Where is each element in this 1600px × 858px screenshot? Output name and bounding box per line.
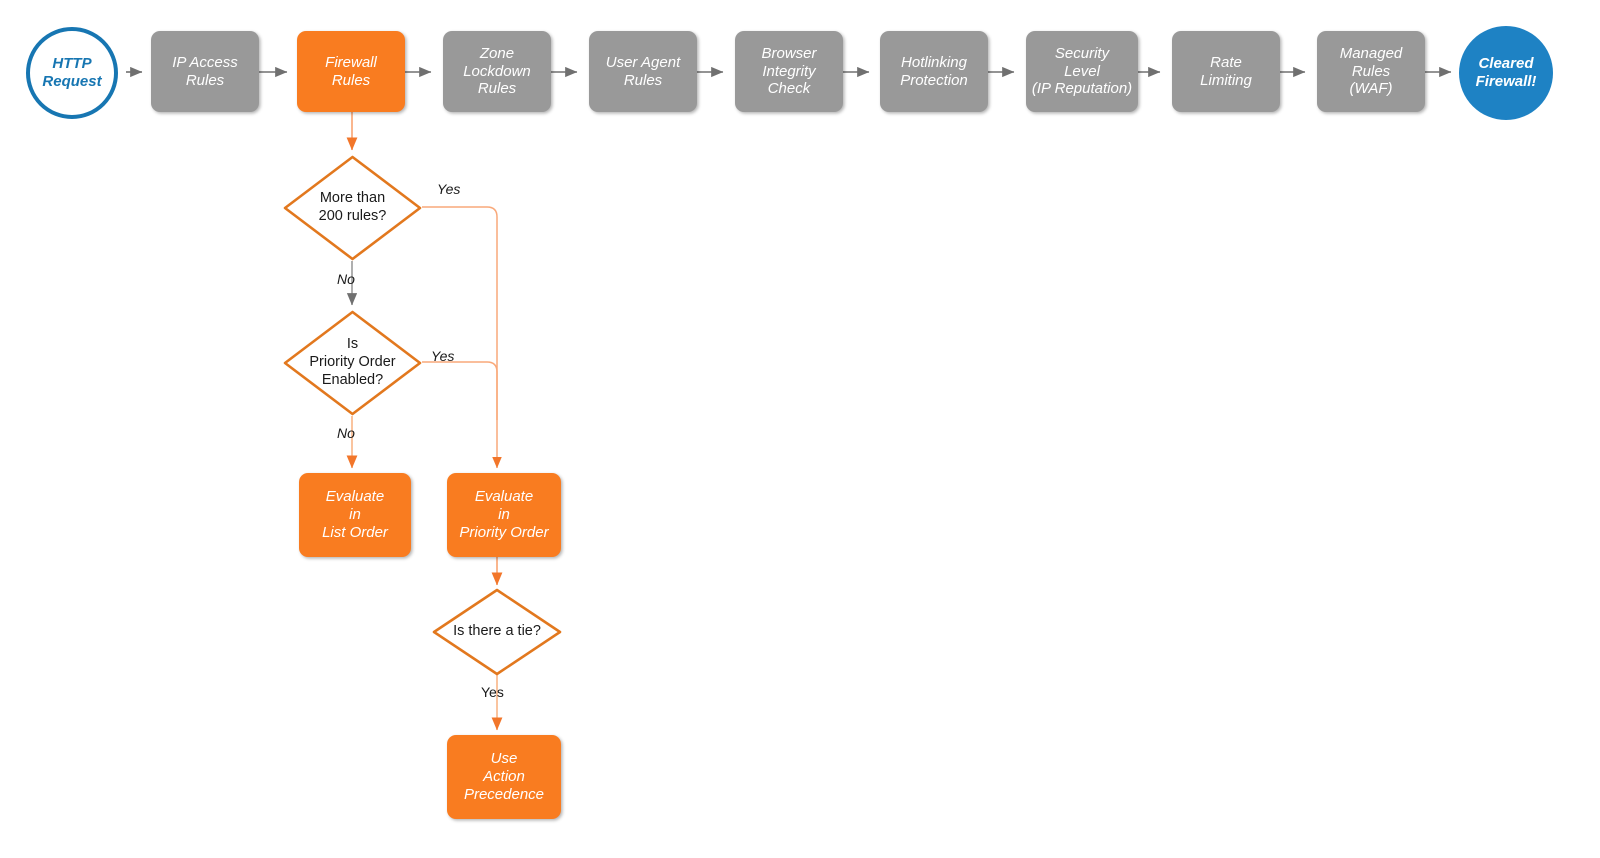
node-label-evaluate-list-order: Evaluate in List Order [322,488,388,541]
node-user-agent-rules[interactable]: User Agent Rules [589,31,697,112]
node-security-level[interactable]: Security Level (IP Reputation) [1026,31,1138,112]
node-label-hotlinking-protection: Hotlinking Protection [900,53,968,89]
node-label-priority-order-enabled: Is Priority Order Enabled? [309,336,396,388]
node-evaluate-priority-order[interactable]: Evaluate in Priority Order [447,473,561,557]
node-cleared-firewall[interactable]: Cleared Firewall! [1459,26,1553,120]
node-hotlinking-protection[interactable]: Hotlinking Protection [880,31,988,112]
node-rate-limiting[interactable]: Rate Limiting [1172,31,1280,112]
node-label-evaluate-priority-order: Evaluate in Priority Order [459,488,549,541]
edge-label-yes-more-than-200: Yes [437,181,461,197]
node-http-request[interactable]: HTTP Request [26,27,118,119]
node-decision-priority-order-enabled[interactable]: Is Priority Order Enabled? [283,310,422,416]
node-label-is-there-a-tie: Is there a tie? [453,623,541,640]
node-zone-lockdown-rules[interactable]: Zone Lockdown Rules [443,31,551,112]
node-label-managed-rules-waf: Managed Rules (WAF) [1339,44,1403,98]
node-managed-rules-waf[interactable]: Managed Rules (WAF) [1317,31,1425,112]
diamond-shape-icon [283,155,422,261]
diamond-shape-icon [432,588,562,676]
node-label-ip-access-rules: IP Access Rules [172,53,238,89]
edge-label-yes-priority-order: Yes [431,348,455,364]
edge-label-no-priority-order: No [337,425,355,441]
edge-label-no-more-than-200: No [337,271,355,287]
node-decision-is-there-a-tie[interactable]: Is there a tie? [432,588,562,676]
node-label-user-agent-rules: User Agent Rules [605,53,681,89]
node-firewall-rules[interactable]: Firewall Rules [297,31,405,112]
node-ip-access-rules[interactable]: IP Access Rules [151,31,259,112]
node-label-firewall-rules: Firewall Rules [325,53,377,89]
node-label-http-request: HTTP Request [42,55,102,90]
node-label-security-level: Security Level (IP Reputation) [1031,44,1133,98]
node-label-rate-limiting: Rate Limiting [1200,53,1252,89]
node-label-zone-lockdown-rules: Zone Lockdown Rules [463,44,531,98]
node-label-use-action-precedence: Use Action Precedence [463,750,545,803]
node-label-cleared-firewall: Cleared Firewall! [1475,55,1537,90]
node-decision-more-than-200-rules[interactable]: More than 200 rules? [283,155,422,261]
node-label-more-than-200-rules: More than 200 rules? [318,190,387,224]
edge-label-yes-is-there-a-tie: Yes [481,684,504,700]
node-browser-integrity-check[interactable]: Browser Integrity Check [735,31,843,112]
node-use-action-precedence[interactable]: Use Action Precedence [447,735,561,819]
node-label-browser-integrity-check: Browser Integrity Check [761,44,817,98]
diamond-shape-icon [283,310,422,416]
node-evaluate-list-order[interactable]: Evaluate in List Order [299,473,411,557]
